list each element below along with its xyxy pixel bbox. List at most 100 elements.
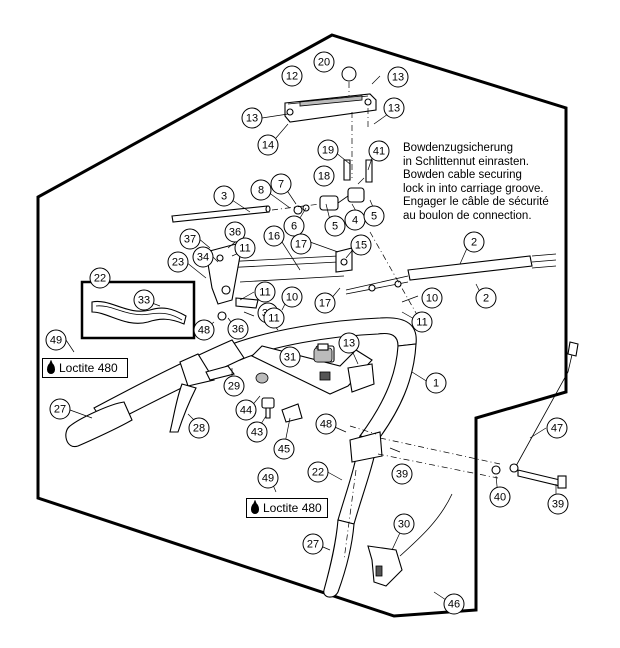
callout-label: 13 (388, 103, 400, 115)
callout-label: 49 (262, 473, 274, 485)
callout-label: 48 (198, 325, 210, 337)
inset-box-22 (80, 280, 196, 340)
loctite-label-bottom: Loctite 480 (246, 498, 328, 518)
callout-33: 33 (133, 289, 155, 311)
callout-circle (307, 461, 329, 483)
callout-label: 30 (398, 519, 410, 531)
assembly-outline (36, 33, 568, 618)
callout-circle (547, 493, 569, 515)
callout-label: 6 (291, 221, 297, 233)
callout-circle (241, 107, 263, 129)
callout-12: 12 (281, 65, 303, 87)
callout-44: 44 (235, 399, 257, 421)
callout-circle (315, 413, 337, 435)
callout-circle (257, 467, 279, 489)
callout-label: 11 (268, 313, 279, 325)
callout-31: 31 (279, 346, 301, 368)
callout-27: 27 (302, 533, 324, 555)
callout-label: 2 (483, 293, 489, 305)
callout-circle (387, 66, 409, 88)
callout-28: 28 (188, 417, 210, 439)
note-line: Engager le câble de sécurité (403, 196, 549, 208)
callout-circle (475, 287, 497, 309)
callout-14: 14 (257, 134, 279, 156)
callout-39: 39 (547, 493, 569, 515)
callout-48: 48 (193, 319, 215, 341)
callout-5: 5 (324, 215, 346, 237)
callout-6: 6 (283, 215, 305, 237)
callout-circle (193, 319, 215, 341)
callout-10: 10 (421, 287, 443, 309)
callout-circle (224, 221, 246, 243)
note-line: lock in into carriage groove. (403, 182, 544, 195)
callout-39: 39 (391, 463, 413, 485)
hinge-parts (271, 159, 373, 215)
callout-label: 11 (259, 287, 270, 299)
callout-label: 22 (94, 273, 106, 285)
callout-circle (273, 438, 295, 460)
callout-circle (302, 533, 324, 555)
callout-17: 17 (314, 292, 336, 314)
instruction-note: Bowdenzugsicherung in Schlittennut einra… (403, 142, 603, 223)
callout-circle (223, 375, 245, 397)
callout-11: 11 (254, 281, 276, 303)
callout-circle (368, 140, 390, 162)
drop-icon (251, 502, 259, 514)
callout-label: 11 (239, 243, 250, 255)
callout-8: 8 (250, 179, 272, 201)
callout-label: 40 (494, 492, 506, 504)
callout-label: 23 (172, 257, 184, 269)
callout-13: 13 (383, 97, 405, 119)
callout-circle (314, 292, 336, 314)
callout-48: 48 (315, 413, 337, 435)
bowden-cables-2 (345, 253, 557, 295)
callout-circle (227, 318, 249, 340)
lever-assembly (205, 243, 259, 321)
callout-circle (254, 281, 276, 303)
callout-circle (443, 593, 465, 615)
callout-circle (45, 329, 67, 351)
callout-label: 44 (240, 405, 252, 417)
callout-40: 40 (489, 486, 511, 508)
callout-circle (350, 234, 372, 256)
callout-43: 43 (246, 421, 268, 443)
throttle-cable-30 (367, 493, 453, 587)
callout-41: 41 (368, 140, 390, 162)
callout-1: 1 (425, 372, 447, 394)
extension-lines (343, 231, 501, 561)
callout-label: 5 (332, 221, 338, 233)
callout-label: 48 (320, 419, 332, 431)
callout-49: 49 (257, 467, 279, 489)
callout-34: 34 (192, 246, 214, 268)
callout-20: 20 (313, 51, 335, 73)
bolt-39 (517, 469, 567, 489)
callout-7: 7 (270, 173, 292, 195)
callout-circle (324, 215, 346, 237)
drop-icon (47, 362, 55, 374)
callout-27: 27 (49, 398, 71, 420)
callout-circle (263, 307, 285, 329)
loctite-text: Loctite 480 (59, 361, 118, 375)
callout-11: 11 (263, 307, 285, 329)
callout-label: 31 (284, 352, 296, 364)
callout-circle (281, 286, 303, 308)
callout-label: 18 (318, 171, 330, 183)
loctite-label-top: Loctite 480 (42, 358, 128, 378)
callout-15: 15 (350, 234, 372, 256)
callout-label: 4 (352, 215, 358, 227)
callout-label: 29 (228, 381, 240, 393)
callout-label: 10 (286, 292, 298, 304)
callout-circle (393, 513, 415, 535)
callout-circle (49, 398, 71, 420)
note-line: in Schlittennut einrasten. (403, 155, 529, 168)
callout-label: 13 (246, 113, 258, 125)
callout-circle (421, 287, 443, 309)
callout-label: 27 (54, 404, 66, 416)
callout-49: 49 (45, 329, 67, 351)
callout-36: 36 (224, 221, 246, 243)
callout-label: 5 (371, 211, 377, 223)
callout-36: 36 (227, 318, 249, 340)
callout-circle (391, 463, 413, 485)
callout-label: 1 (433, 378, 439, 390)
callout-circle (463, 231, 485, 253)
